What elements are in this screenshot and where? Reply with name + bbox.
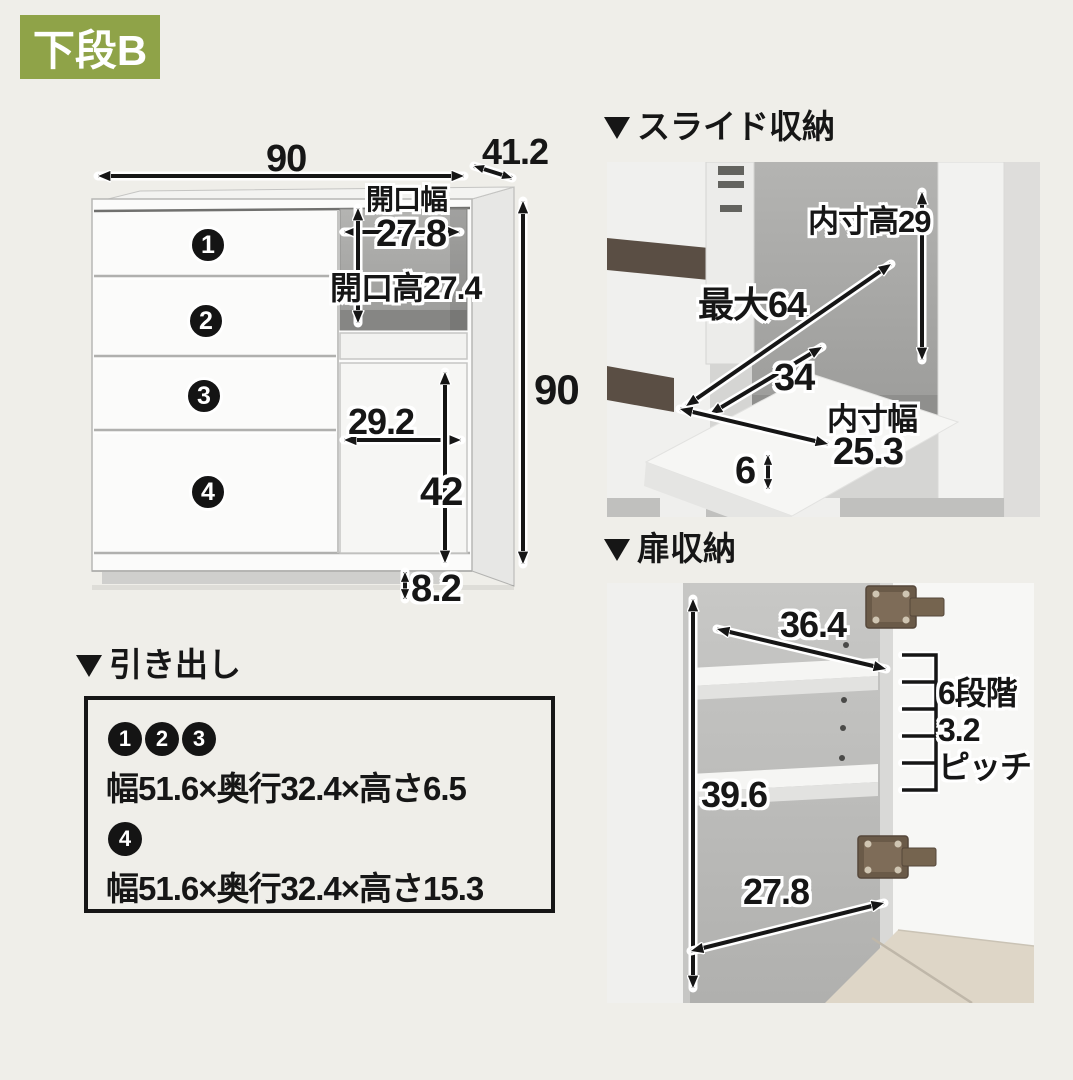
door-storage-photo [607, 583, 1034, 1003]
drawer-2-badge: 2 [145, 722, 179, 756]
dim-door-shelf-width: 36.4 [780, 604, 847, 645]
dim-door-pitch-steps: 6段階 [938, 675, 1018, 711]
hinge-bottom-icon [857, 835, 937, 879]
drawer-group-2-numbers: 4 [108, 822, 145, 856]
dim-door-bottom-width: 27.8 [743, 871, 810, 912]
variant-badge: 下段B [20, 15, 160, 79]
variant-badge-label: 下段B [32, 26, 148, 74]
dim-slide-inner-width-value: 25.3 [833, 431, 904, 473]
drawer-3-number-label: 3 [197, 381, 211, 410]
drawer-group-2-size: 幅51.6×奥行32.4×高さ15.3 [106, 870, 484, 907]
dim-slide-depth: 34 [774, 357, 815, 399]
drawer-2-number: 2 [187, 302, 225, 340]
drawer-3-number: 3 [185, 377, 223, 415]
dim-depth-41-2: 41.2 [482, 131, 549, 172]
drawer-group-1-numbers: 1 2 3 [108, 722, 219, 756]
cabinet-illustration [91, 186, 515, 590]
dim-right-drawer-width: 29.2 [348, 401, 415, 442]
door-section-title: 扉収納 [637, 530, 736, 567]
drawer-section-title: 引き出し [109, 646, 241, 683]
door-section-header: 扉収納 [604, 532, 736, 565]
slide-storage-photo [607, 162, 1040, 517]
triangle-down-icon [76, 655, 102, 677]
dim-right-drawer-height: 42 [420, 470, 463, 514]
dim-slide-rail-height: 6 [735, 450, 756, 492]
slide-section-title: スライド収納 [637, 108, 835, 145]
dim-opening-width-caption: 開口幅 [366, 184, 448, 215]
drawer-1-badge: 1 [108, 722, 142, 756]
drawer-4-number: 4 [189, 473, 227, 511]
drawer-4-badge: 4 [108, 822, 142, 856]
triangle-down-icon [604, 117, 630, 139]
slide-section-header: スライド収納 [604, 110, 835, 143]
drawer-1-number-label: 1 [201, 230, 215, 259]
hinge-top-icon [865, 585, 945, 629]
drawer-2-number-label: 2 [199, 306, 213, 335]
dim-door-pitch-value: 3.2 [938, 712, 980, 748]
drawer-1-number: 1 [189, 226, 227, 264]
dim-door-inner-height: 39.6 [701, 774, 768, 815]
dim-width-90: 90 [266, 138, 307, 180]
dim-slide-inner-height: 内寸高29 [808, 204, 931, 239]
pitch-bracket [898, 651, 940, 794]
triangle-down-icon [604, 539, 630, 561]
dim-base-height: 8.2 [411, 568, 462, 610]
dim-opening-height: 開口高27.4 [330, 270, 482, 306]
dim-slide-inner-width-caption: 内寸幅 [827, 402, 918, 437]
drawer-3-badge: 3 [182, 722, 216, 756]
dim-height-90: 90 [534, 366, 580, 413]
drawer-section-header: 引き出し [76, 648, 241, 681]
dim-door-pitch-unit: ピッチ [938, 749, 1032, 785]
dim-opening-width-value: 27.8 [376, 213, 447, 255]
drawer-group-1-size: 幅51.6×奥行32.4×高さ6.5 [106, 770, 467, 807]
cabinet-dimension-arrows [93, 161, 523, 604]
drawer-4-number-label: 4 [201, 477, 215, 506]
dim-slide-max-extension: 最大64 [698, 284, 807, 325]
drawer-size-box: 1 2 3 幅51.6×奥行32.4×高さ6.5 4 幅51.6×奥行32.4×… [84, 696, 555, 913]
